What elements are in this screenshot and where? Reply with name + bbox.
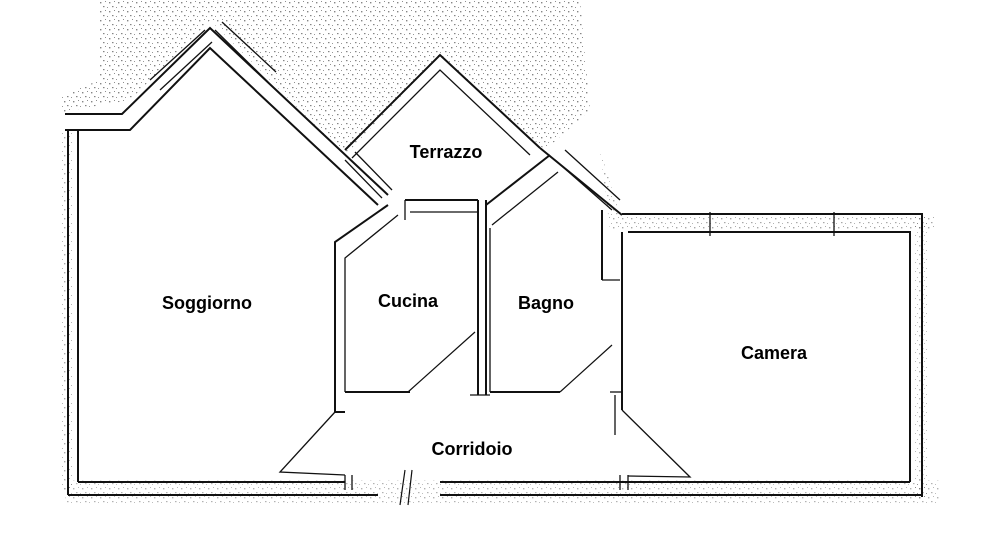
room-label-camera: Camera [741, 343, 808, 363]
internal-walls [278, 154, 692, 478]
room-label-corridoio: Corridoio [432, 439, 513, 459]
scan-noise [62, 0, 940, 505]
room-label-soggiorno: Soggiorno [162, 293, 252, 313]
room-label-cucina: Cucina [378, 291, 439, 311]
room-label-bagno: Bagno [518, 293, 574, 313]
outer-walls [65, 21, 923, 506]
room-label-terrazzo: Terrazzo [410, 142, 483, 162]
